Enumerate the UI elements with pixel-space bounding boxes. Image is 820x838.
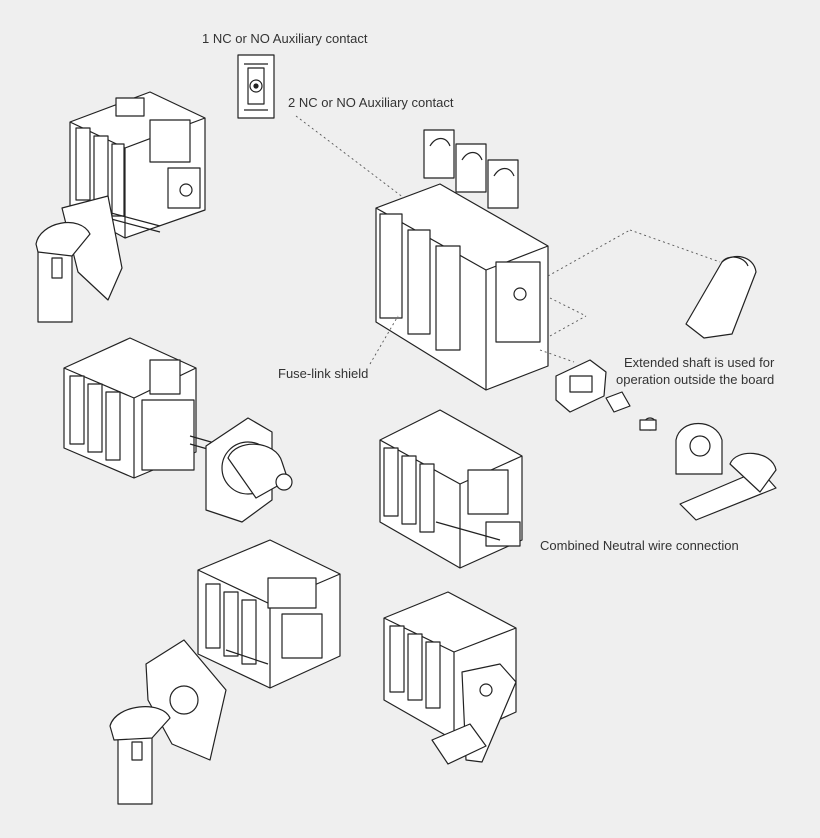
switch-unit-neutral [379,409,523,569]
switch-unit-center-main [375,129,549,391]
switch-unit-bottom-right [383,591,517,765]
label-aux-2: 2 NC or NO Auxiliary contact [288,95,454,110]
label-fuse-shield: Fuse-link shield [278,366,369,381]
leader-lines [295,115,721,365]
switch-unit-bottom-left [109,539,341,805]
switch-unit-top-left [35,91,206,323]
extended-shaft-kit [555,255,777,521]
switch-unit-middle-left [63,337,293,523]
label-extended-shaft-line1: Extended shaft is used for [624,355,775,370]
label-aux-1: 1 NC or NO Auxiliary contact [202,31,368,46]
label-neutral-connection: Combined Neutral wire connection [540,538,739,553]
label-extended-shaft-line2: operation outside the board [616,372,775,387]
auxiliary-contact-module [237,54,275,119]
